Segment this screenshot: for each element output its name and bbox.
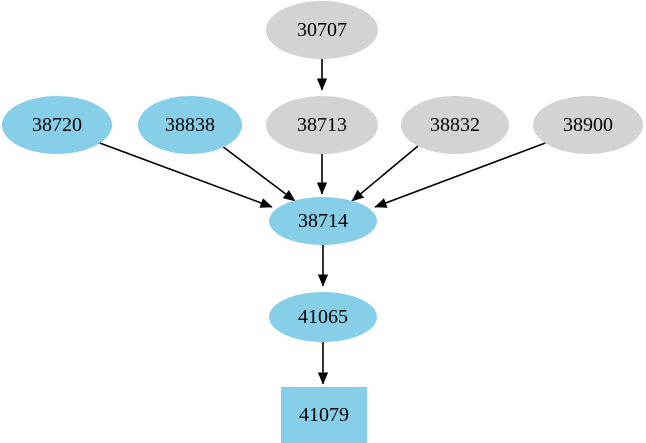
node-label: 38900	[563, 114, 613, 136]
node-label: 38720	[32, 114, 82, 136]
graph-node-41065[interactable]: 41065	[269, 292, 377, 342]
node-label: 41079	[299, 404, 349, 426]
edge-38720-to-38714	[96, 141, 273, 208]
node-label: 38713	[297, 114, 347, 136]
graph-node-38838[interactable]: 38838	[138, 96, 242, 154]
node-label: 41065	[298, 306, 348, 328]
graph-node-38900[interactable]: 38900	[533, 96, 643, 154]
graph-node-38714[interactable]: 38714	[269, 197, 377, 245]
graph-node-41079[interactable]: 41079	[281, 387, 367, 443]
edge-38832-to-38714	[351, 145, 419, 202]
graph-node-38832[interactable]: 38832	[401, 96, 509, 154]
graph-node-30707[interactable]: 30707	[266, 1, 378, 59]
node-label: 38714	[298, 210, 348, 232]
graph-node-38713[interactable]: 38713	[266, 96, 378, 154]
edge-38838-to-38714	[221, 145, 296, 202]
node-label: 30707	[297, 19, 347, 41]
edge-38900-to-38714	[374, 141, 549, 208]
graph-node-38720[interactable]: 38720	[2, 96, 112, 154]
node-label: 38838	[165, 114, 215, 136]
node-label: 38832	[430, 114, 480, 136]
edge-group	[96, 59, 549, 385]
